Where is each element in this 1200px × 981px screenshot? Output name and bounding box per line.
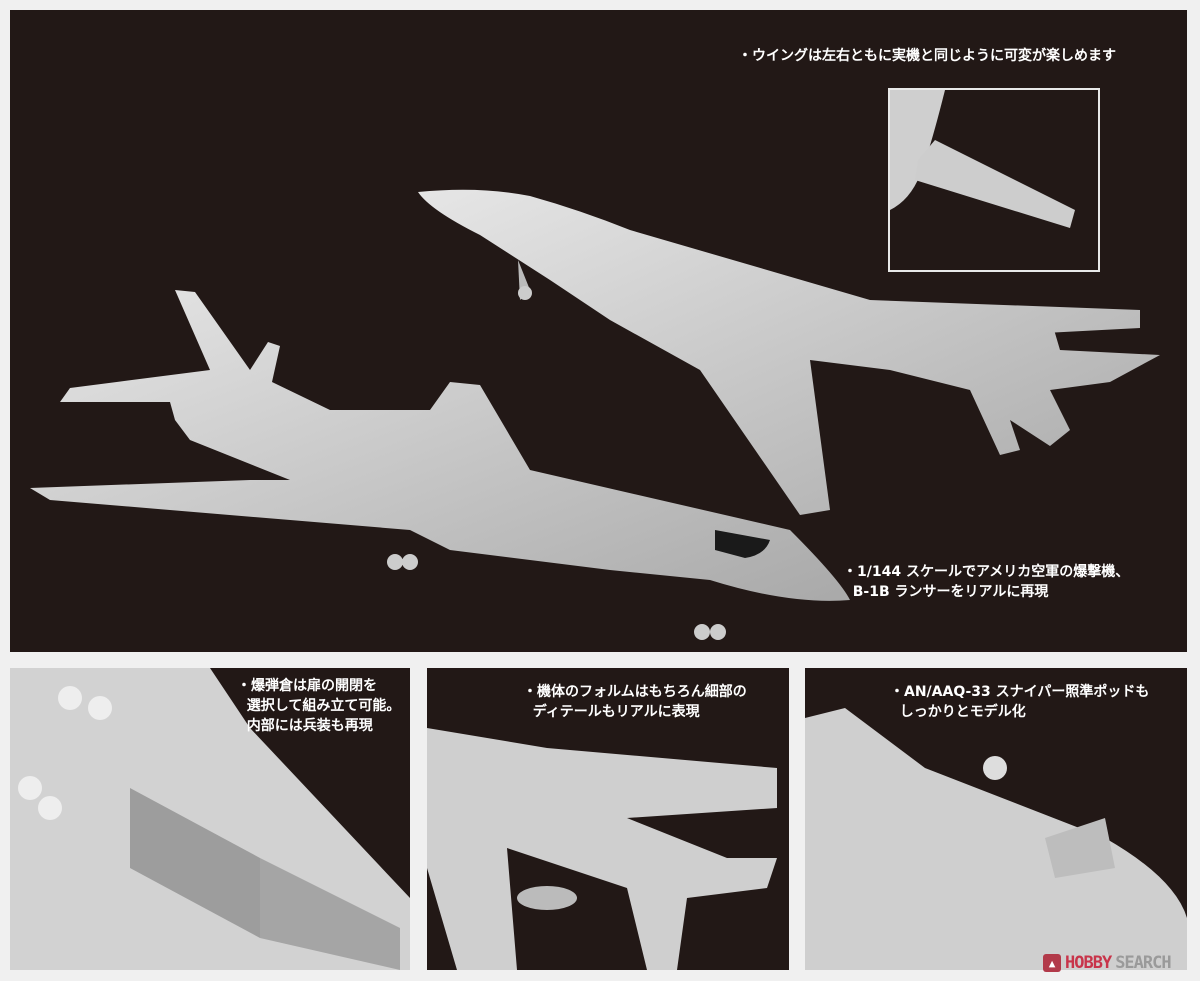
watermark-search: SEARCH bbox=[1115, 953, 1171, 973]
airframe-detail-panel: ・機体のフォルムはもちろん細部の ディテールもリアルに表現 bbox=[427, 668, 789, 970]
bomb-bay-panel: ・爆弾倉は扉の開閉を 選択して組み立て可能。 内部には兵装も再現 bbox=[10, 668, 410, 970]
sniper-pod-panel: ・AN/AAQ-33 スナイパー照準ポッドも しっかりとモデル化 bbox=[805, 668, 1187, 970]
sniper-pod-caption-line2: しっかりとモデル化 bbox=[890, 704, 1026, 720]
wing-caption: ・ウイングは左右ともに実機と同じように可変が楽しめます bbox=[738, 48, 1116, 64]
b1b-aircraft-illustration bbox=[30, 189, 1160, 640]
hero-panel: ・ウイングは左右ともに実機と同じように可変が楽しめます ・1/144 スケールで… bbox=[10, 10, 1187, 652]
bomb-bay-caption-line2: 選択して組み立て可能。 bbox=[237, 698, 401, 714]
hobby-search-watermark: ▲ HOBBY SEARCH bbox=[1043, 952, 1172, 974]
scale-caption-line1: ・1/144 スケールでアメリカ空軍の爆撃機、 bbox=[843, 564, 1130, 580]
wing-detail-inset bbox=[888, 88, 1100, 272]
watermark-hobby: HOBBY bbox=[1065, 953, 1112, 973]
bomb-bay-caption-line1: ・爆弾倉は扉の開閉を bbox=[237, 678, 377, 694]
airframe-caption-line2: ディテールもリアルに表現 bbox=[523, 704, 700, 720]
airframe-caption-line1: ・機体のフォルムはもちろん細部の bbox=[523, 684, 747, 700]
bomb-bay-image bbox=[10, 668, 410, 970]
hobby-search-logo-icon: ▲ bbox=[1043, 954, 1061, 972]
airframe-detail-image bbox=[427, 728, 777, 970]
bomb-bay-caption-line3: 内部には兵装も再現 bbox=[237, 718, 373, 734]
sniper-pod-image bbox=[805, 708, 1187, 970]
sniper-pod-caption-line1: ・AN/AAQ-33 スナイパー照準ポッドも bbox=[890, 684, 1150, 700]
wing-detail-image bbox=[890, 90, 1075, 228]
scale-caption-line2: B-1B ランサーをリアルに再現 bbox=[843, 584, 1049, 600]
